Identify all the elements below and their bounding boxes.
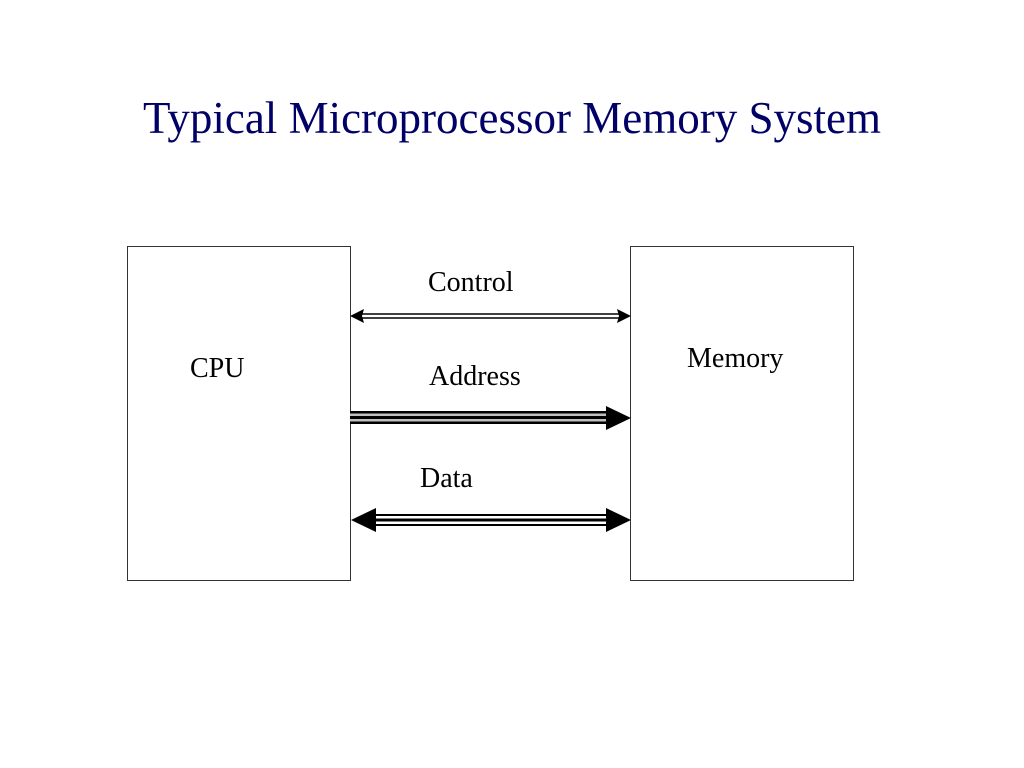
data-bus-label: Data bbox=[420, 463, 473, 494]
address-bus-label: Address bbox=[429, 361, 521, 392]
address-bus-gap-bottom bbox=[350, 419, 608, 422]
slide-title: Typical Microprocessor Memory System bbox=[143, 93, 881, 143]
control-bus-label: Control bbox=[428, 267, 514, 298]
cpu-block bbox=[127, 246, 351, 581]
control-bus-arrowhead-left bbox=[350, 309, 364, 323]
cpu-label: CPU bbox=[190, 353, 245, 384]
memory-label: Memory bbox=[687, 343, 784, 374]
data-bus-gap-bottom bbox=[373, 521, 608, 524]
data-bus-gap-top bbox=[373, 516, 608, 519]
control-bus-arrowhead-right bbox=[617, 309, 631, 323]
control-bus-arrow bbox=[350, 309, 631, 323]
address-bus-gap-top bbox=[350, 413, 608, 416]
data-bus-shaft bbox=[373, 514, 608, 526]
data-bus-arrowhead-right bbox=[606, 508, 631, 532]
address-bus-arrowhead-right bbox=[606, 406, 631, 430]
address-bus-arrow bbox=[350, 406, 631, 430]
data-bus-arrowhead-left bbox=[351, 508, 376, 532]
data-bus-arrow bbox=[351, 508, 631, 532]
address-bus-shaft bbox=[350, 411, 608, 424]
memory-block bbox=[630, 246, 854, 581]
